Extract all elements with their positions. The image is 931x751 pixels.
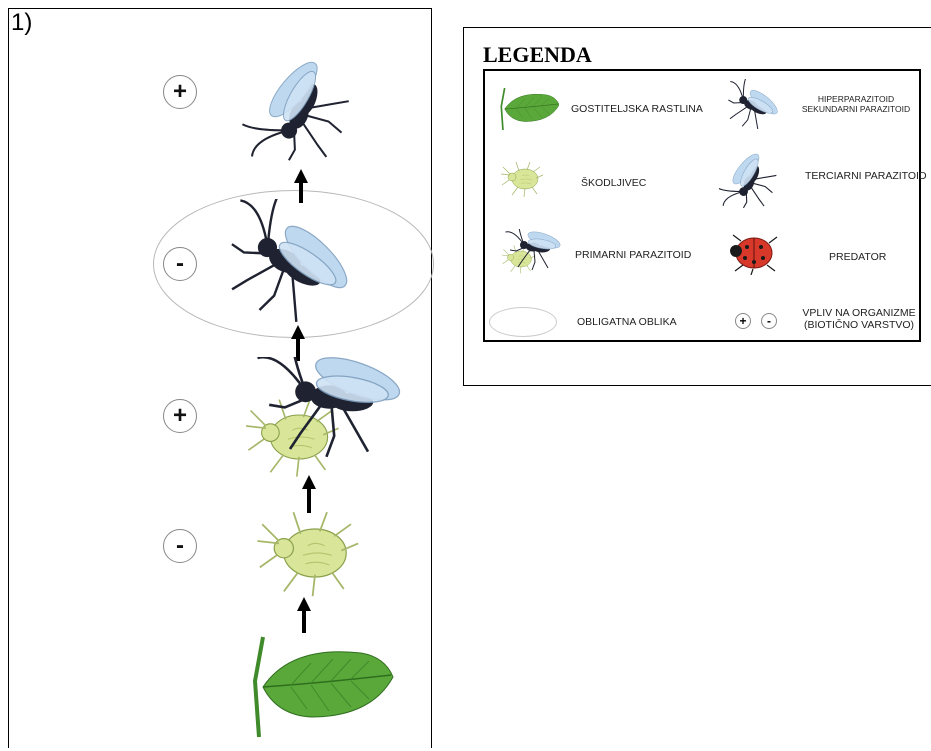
legend-obligate-label: OBLIGATNA OBLIKA — [577, 316, 677, 328]
legend-primary-label: PRIMARNI PARAZITOID — [575, 249, 691, 261]
legend-plus-sign: + — [735, 313, 751, 329]
legend-box: GOSTITELJSKA RASTLINA HIPERPARAZITOID SE… — [483, 69, 921, 342]
legend-hyperparasitoid-icon — [721, 79, 781, 129]
food-chain-panel: 1) + - + - — [8, 8, 432, 748]
legend-leaf-icon — [491, 85, 559, 133]
legend-primary-icon — [491, 229, 561, 277]
legend-title: LEGENDA — [483, 42, 592, 68]
positive-sign-primary: + — [163, 399, 197, 433]
positive-sign-tertiary: + — [163, 75, 197, 109]
host-plant-leaf-icon — [225, 631, 405, 751]
legend-ladybird-icon — [723, 229, 781, 275]
legend-tertiary-icon — [719, 151, 779, 209]
legend-predator-label: PREDATOR — [829, 251, 886, 263]
panel-number: 1) — [11, 9, 32, 37]
pest-aphid-icon — [245, 503, 375, 603]
negative-sign-pest: - — [163, 529, 197, 563]
legend-host-plant-label: GOSTITELJSKA RASTLINA — [571, 103, 703, 115]
arrow-up-2 — [293, 325, 303, 361]
legend-pest-icon — [493, 155, 553, 203]
legend-pest-label: ŠKODLJIVEC — [581, 177, 646, 189]
legend-tertiary-label: TERCIARNI PARAZITOID — [805, 170, 927, 182]
legend-hyperparasitoid-label: HIPERPARAZITOID SEKUNDARNI PARAZITOID — [793, 95, 919, 115]
legend-influence-label: VPLIV NA ORGANIZME (BIOTIČNO VARSTVO) — [797, 307, 921, 331]
hyperparasitoid-icon — [205, 199, 375, 329]
legend-ellipse-icon — [489, 307, 557, 337]
legend-minus-sign: - — [761, 313, 777, 329]
tertiary-parasitoid-icon — [227, 45, 377, 175]
legend-panel: LEGENDA GOSTITELJSKA RASTLINA HIPERPARAZ… — [463, 27, 931, 386]
primary-parasitoid-icon — [219, 357, 419, 487]
